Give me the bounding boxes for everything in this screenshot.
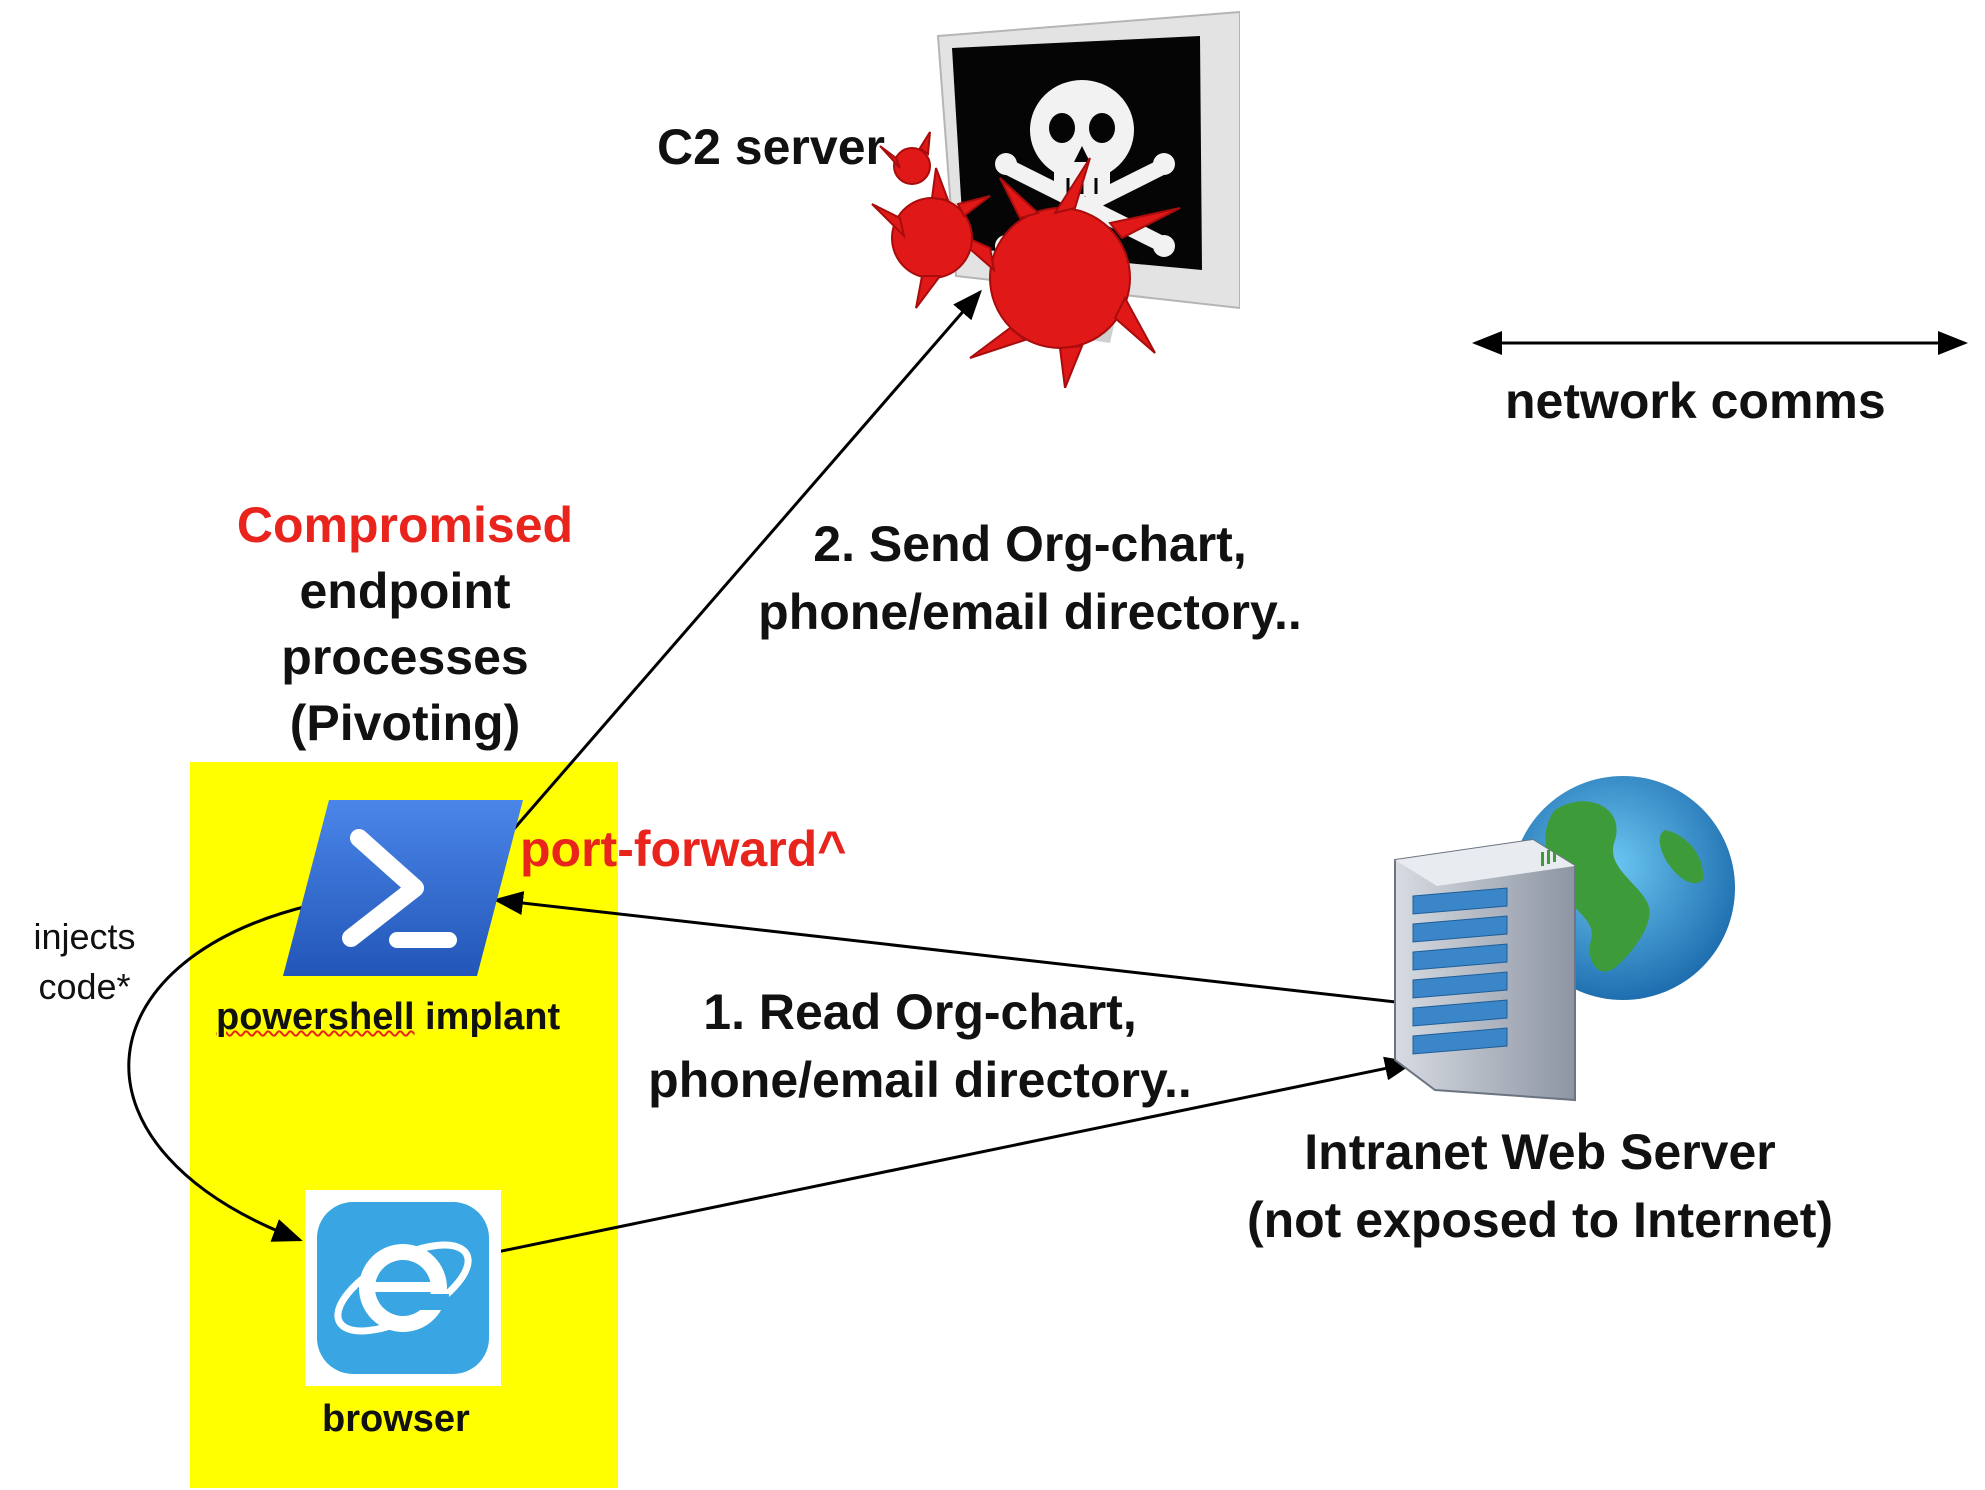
step2-line2: phone/email directory.. — [758, 584, 1302, 640]
injects-code-label: injects code* — [12, 912, 157, 1012]
endpoint-word: endpoint — [299, 563, 511, 619]
powershell-implant-label: powershell implant — [216, 996, 560, 1039]
server-globe-icon — [1394, 776, 1735, 1102]
step2-line1: 2. Send Org-chart, — [813, 516, 1247, 572]
powershell-word: powershell — [216, 996, 415, 1038]
port-forward-label: port-forward^ — [520, 821, 847, 877]
implant-word: implant — [414, 996, 561, 1038]
intranet-line2: (not exposed to Internet) — [1246, 1192, 1834, 1248]
injects-line2: code* — [38, 966, 131, 1007]
processes-word: processes — [281, 629, 529, 685]
arrow-c2-to-powershell — [472, 289, 982, 878]
pirate-monitor-virus-icon — [871, 10, 1240, 388]
intranet-server-label: Intranet Web Server (not exposed to Inte… — [1180, 1118, 1900, 1254]
arrow-browser-to-server — [465, 1056, 1415, 1265]
compromised-word: Compromised — [236, 497, 574, 553]
step1-line2: phone/email directory.. — [648, 1052, 1192, 1108]
network-comms-legend-label: network comms — [1505, 373, 1886, 429]
browser-label: browser — [322, 1398, 470, 1440]
injects-line1: injects — [33, 916, 136, 957]
intranet-line1: Intranet Web Server — [1304, 1124, 1776, 1180]
pivoting-word: (Pivoting) — [289, 695, 521, 751]
step1-line1: 1. Read Org-chart, — [703, 984, 1137, 1040]
step1-label: 1. Read Org-chart, phone/email directory… — [610, 978, 1230, 1114]
c2-server-label: C2 server — [657, 119, 885, 175]
internet-explorer-icon — [305, 1190, 501, 1386]
arrow-powershell-to-server — [493, 891, 1425, 1014]
compromised-endpoint-heading: Compromised endpoint processes (Pivoting… — [210, 492, 600, 756]
powershell-icon — [283, 800, 523, 976]
arrow-injects-code — [127, 903, 313, 1242]
step2-label: 2. Send Org-chart, phone/email directory… — [700, 510, 1360, 646]
